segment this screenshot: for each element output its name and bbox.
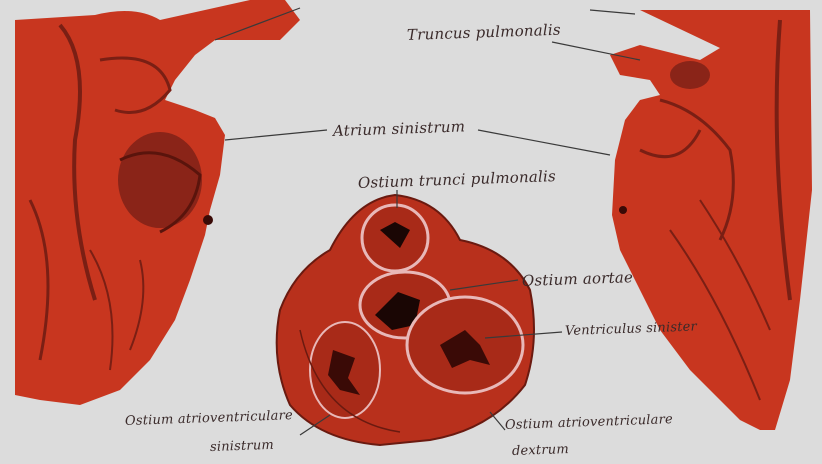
label-ostium-av-sinistrum-line2: sinistrum — [210, 438, 274, 455]
label-ostium-av-dextrum-line2: dextrum — [512, 442, 569, 459]
